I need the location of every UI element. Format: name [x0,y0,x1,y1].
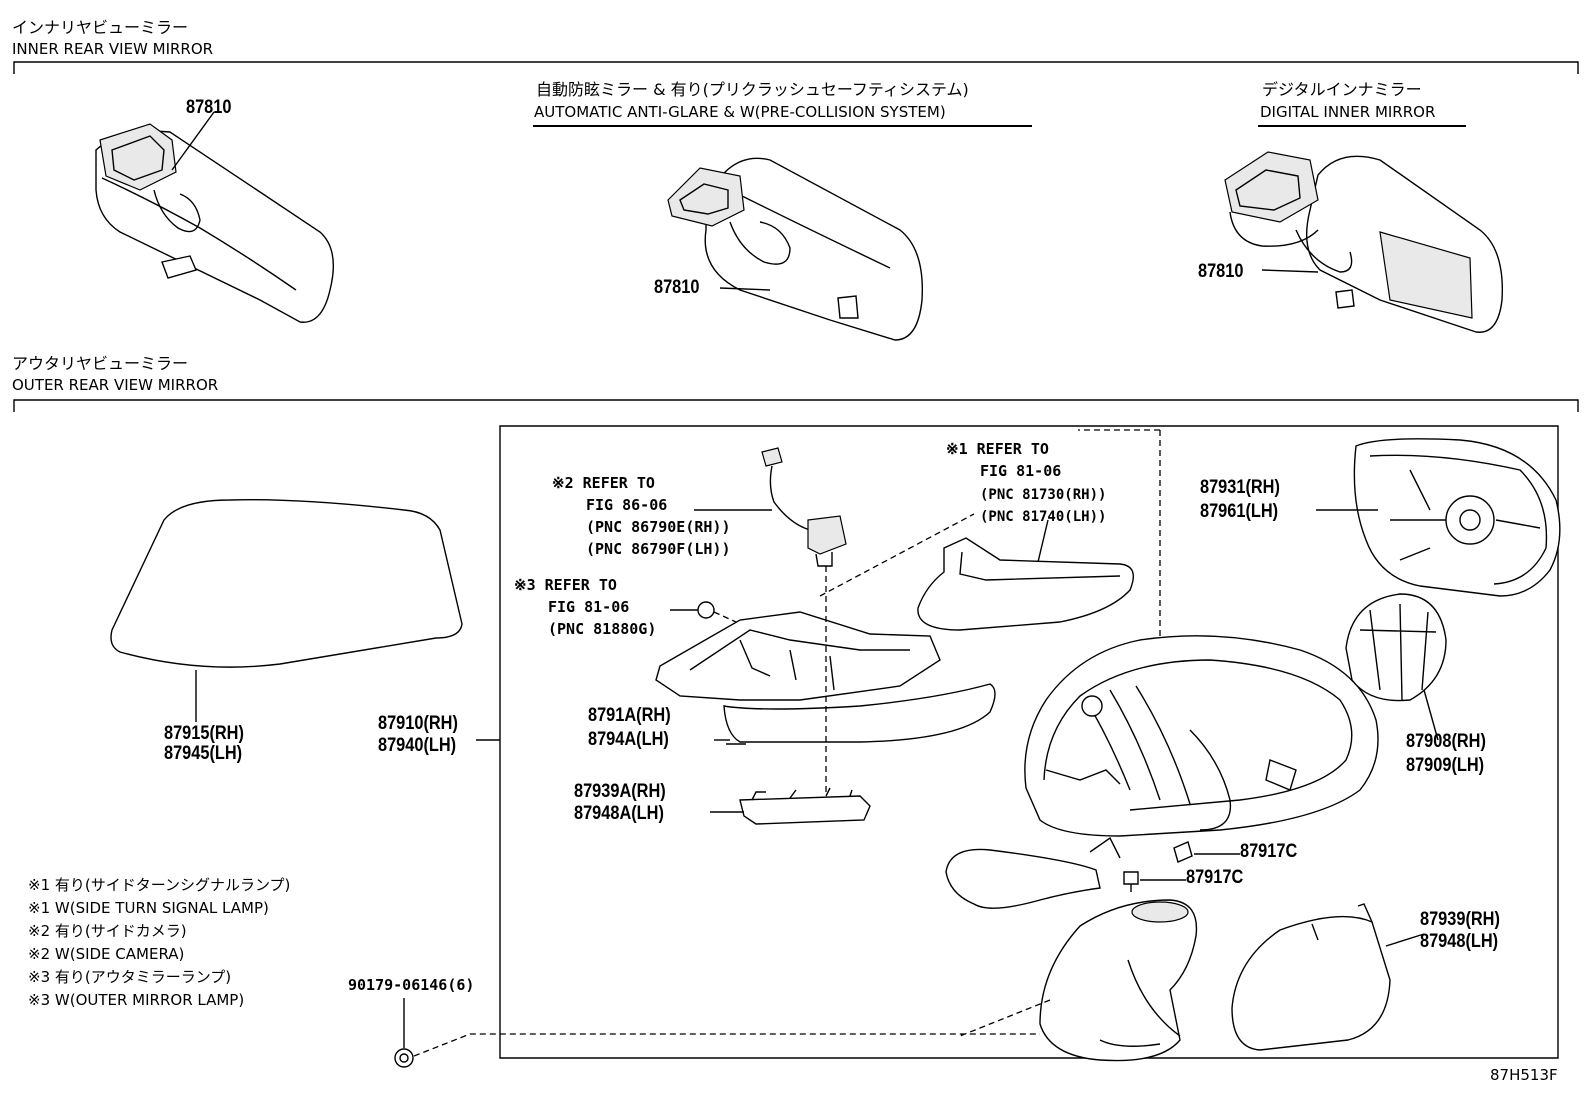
part-number-8794a-lh[interactable]: 8794A(LH) [588,729,669,750]
part-number-87908-rh[interactable]: 87908(RH) [1406,731,1486,752]
part-number-87945-lh[interactable]: 87945(LH) [164,743,243,764]
inner-mirror-auto-drawing [667,157,924,341]
part-number-87910-rh[interactable]: 87910(RH) [378,713,458,734]
part-number-87948a-lh[interactable]: 87948A(LH) [574,803,664,824]
ref3-fig-link[interactable]: FIG 81-06 [548,598,630,616]
ref2-fig-link[interactable]: FIG 86-06 [586,496,668,514]
part-number-87917c-lower[interactable]: 87917C [1186,867,1244,888]
part-number-87961-lh[interactable]: 87961(LH) [1200,501,1279,522]
mirror-base-cover-drawing [1039,899,1198,1062]
footnote-2-en: ※2 W(SIDE CAMERA) [28,945,185,963]
footnote-3-jp: ※3 有り(アウタミラーランプ) [28,968,232,986]
footnotes: ※1 有り(サイドターンシグナルランプ) ※1 W(SIDE TURN SIGN… [28,878,290,1016]
part-number-87931-rh[interactable]: 87931(RH) [1200,477,1280,498]
ref1-title: ※1 REFER TO [946,440,1049,458]
part-number-87939a-rh[interactable]: 87939A(RH) [574,781,666,802]
auto-variant-title-jp: 自動防眩ミラー & 有り(プリクラッシュセーフティシステム) [536,80,969,99]
side-lamp-drawing [710,787,871,825]
part-number-90179-06146[interactable]: 90179-06146(6) [348,976,475,994]
part-number-87915-rh[interactable]: 87915(RH) [164,723,244,744]
turn-signal-lamp-drawing [917,519,1134,631]
auto-variant-title-en: AUTOMATIC ANTI-GLARE & W(PRE-COLLISION S… [534,103,946,121]
ref2-pnc-lh: (PNC 86790F(LH)) [586,540,731,558]
part-number-87810-standard[interactable]: 87810 [186,97,232,118]
figure-code: 87H513F [1490,1066,1558,1084]
ref1-fig-link[interactable]: FIG 81-06 [980,462,1062,480]
footnote-1-en: ※1 W(SIDE TURN SIGNAL LAMP) [28,899,269,917]
part-number-87917c-upper[interactable]: 87917C [1240,841,1298,862]
ref2-pnc-rh: (PNC 86790E(RH)) [586,518,731,536]
mirror-cover-drawing [1231,903,1425,1051]
inner-section-title-jp: インナリヤビューミラー [12,18,189,37]
part-number-87810-auto[interactable]: 87810 [654,277,700,298]
part-number-87939-rh[interactable]: 87939(RH) [1420,909,1500,930]
outer-section-title-jp: アウタリヤビューミラー [12,354,189,373]
digital-variant-title-en: DIGITAL INNER MIRROR [1260,103,1436,121]
part-number-8791a-rh[interactable]: 8791A(RH) [588,705,671,726]
ref1-pnc-rh: (PNC 81730(RH)) [980,487,1107,503]
part-number-87940-lh[interactable]: 87940(LH) [378,735,457,756]
outer-section-title-en: OUTER REAR VIEW MIRROR [12,376,219,394]
mirror-glass-drawing [110,499,463,722]
clip-90179-drawing [394,998,1051,1068]
mirror-holder-drawing [1316,438,1561,597]
inner-mirror-standard-drawing [95,111,335,323]
footnote-3-en: ※3 W(OUTER MIRROR LAMP) [28,991,245,1009]
footnote-1-jp: ※1 有り(サイドターンシグナルランプ) [28,876,291,894]
digital-variant-title-jp: デジタルインナミラー [1262,80,1422,99]
mirror-actuator-drawing [1345,593,1447,741]
ref1-pnc-lh: (PNC 81740(LH)) [980,509,1107,525]
ref3-pnc: (PNC 81880G) [548,620,657,638]
inner-section-bracket [13,61,1579,74]
screw-87917c-upper [1173,841,1240,863]
side-camera-drawing [694,447,847,567]
ref3-title: ※3 REFER TO [514,576,617,594]
outer-section-bracket [13,399,1579,412]
part-number-87948-lh[interactable]: 87948(LH) [1420,931,1499,952]
mirror-bracket-drawing [655,611,996,743]
ref2-title: ※2 REFER TO [552,474,655,492]
inner-mirror-digital-drawing [1224,151,1504,333]
part-number-87810-digital[interactable]: 87810 [1198,261,1244,282]
inner-section-title-en: INNER REAR VIEW MIRROR [12,40,214,58]
part-number-87909-lh[interactable]: 87909(LH) [1406,755,1485,776]
outer-assembly-frame [499,425,1559,1059]
footnote-2-jp: ※2 有り(サイドカメラ) [28,922,187,940]
screw-87917c-lower [1123,871,1186,892]
outer-mirror-housing-drawing [945,635,1379,909]
